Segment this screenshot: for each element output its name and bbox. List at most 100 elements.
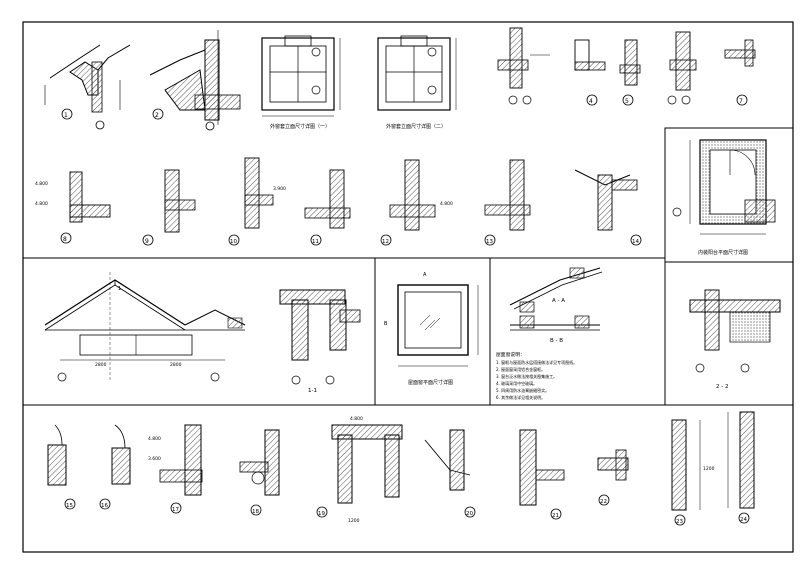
detail-8-parapet xyxy=(60,171,111,244)
detail-4-marker xyxy=(586,94,598,106)
section-2-2-detail xyxy=(689,289,781,373)
detail-17-number: 17 xyxy=(172,507,179,513)
detail-4-sill xyxy=(574,39,606,106)
detail-2-number: 2 xyxy=(155,112,159,119)
detail-14-number: 14 xyxy=(632,239,639,245)
detail-18-marker xyxy=(250,504,262,516)
detail-7-number: 7 xyxy=(739,98,743,105)
detail-19-marker xyxy=(316,506,328,518)
dim-label-h: 1200 xyxy=(348,518,360,524)
notes-line-6: 6. 其余做法详见相关说明。 xyxy=(496,394,545,400)
detail-11-wall xyxy=(304,169,351,246)
notes-line-1: 1. 窗框与屋面防水层搭接做法详见专项图纸。 xyxy=(496,359,577,365)
detail-10-number: 10 xyxy=(230,239,237,245)
detail-1-eave xyxy=(44,44,131,130)
detail-20-eave xyxy=(424,429,476,518)
detail-2-marker xyxy=(152,108,164,120)
detail-24-marker xyxy=(738,512,750,524)
detail-14-eave xyxy=(574,169,642,246)
detail-7-marker xyxy=(736,94,748,106)
gable-dim-right: 2800 xyxy=(170,362,182,368)
detail-18-number: 18 xyxy=(252,509,259,515)
section-1-1-caption: 1-1 xyxy=(308,388,317,394)
detail-9-number: 9 xyxy=(145,238,149,245)
detail-20-marker xyxy=(464,506,476,518)
section-1-1-detail xyxy=(279,289,361,385)
section-aa-detail xyxy=(509,267,603,313)
notes-line-4: 4. 玻璃采用中空玻璃。 xyxy=(496,380,537,386)
detail-9-marker xyxy=(142,234,154,246)
detail-10-wall xyxy=(228,157,274,246)
window-plan-axis-a: A xyxy=(423,272,427,278)
detail-22-number: 22 xyxy=(600,499,607,505)
gable-axis-marker-b xyxy=(210,372,220,382)
dim-label-i: 1200 xyxy=(703,466,715,472)
detail-16-column xyxy=(99,424,131,510)
detail-1-number: 1 xyxy=(64,112,68,119)
balcony-plan-drawing xyxy=(672,139,776,235)
detail-12-marker xyxy=(380,234,392,246)
notes-line-2: 2. 屋面窗采用铝合金窗框。 xyxy=(496,366,545,372)
window-plan-caption: 屋面窗平面尺寸详图 xyxy=(408,379,453,386)
detail-21-marker xyxy=(550,508,562,520)
detail-21-wall xyxy=(519,429,565,520)
detail-1-marker xyxy=(61,108,73,120)
dim-label-a: 4.800 xyxy=(35,181,48,187)
detail-17-wall xyxy=(159,424,203,514)
detail-21-number: 21 xyxy=(552,513,559,519)
elevation-two-caption: 外窗套立面尺寸详图（二） xyxy=(386,123,446,130)
notes-title: 屋面窗说明： xyxy=(496,351,525,358)
detail-19-number: 19 xyxy=(318,511,325,517)
detail-23-jamb xyxy=(671,419,701,526)
detail-16-number: 16 xyxy=(101,503,108,509)
detail-11-number: 11 xyxy=(312,239,319,245)
detail-9-wall xyxy=(142,169,196,246)
detail-10-marker xyxy=(228,234,240,246)
dim-label-b: 4.800 xyxy=(35,201,48,207)
section-bb-caption: B - B xyxy=(550,338,563,344)
detail-5-number: 5 xyxy=(625,98,629,105)
detail-13-number: 13 xyxy=(486,239,493,245)
detail-24-number: 24 xyxy=(740,517,747,523)
detail-5-marker xyxy=(622,94,634,106)
dim-label-e: 4.800 xyxy=(148,436,161,442)
window-elevation-one xyxy=(261,35,341,117)
notes-line-3: 3. 窗台泛水做法按相关图集施工。 xyxy=(496,373,557,379)
detail-15-number: 15 xyxy=(66,503,73,509)
detail-13-wall xyxy=(484,159,531,246)
detail-14-marker xyxy=(630,234,642,246)
window-plan-axis-b: B xyxy=(384,321,388,327)
detail-16-marker xyxy=(99,498,111,510)
detail-18-wall xyxy=(239,429,280,516)
section-2-2-caption: 2 - 2 xyxy=(716,384,728,390)
detail-13-marker xyxy=(484,234,496,246)
balcony-plan-panel xyxy=(664,127,794,406)
roof-window-plan xyxy=(397,284,479,367)
dim-label-c: 3.900 xyxy=(273,186,286,192)
detail-23-number: 23 xyxy=(676,519,683,525)
gable-axis-marker-a xyxy=(57,372,67,382)
detail-15-column xyxy=(47,424,76,510)
detail-17-marker xyxy=(170,502,182,514)
detail-12-number: 12 xyxy=(382,239,389,245)
notes-line-5: 5. 四周用防水油膏嵌缝密实。 xyxy=(496,387,549,393)
dim-label-f: 3.600 xyxy=(148,456,161,462)
detail-12-wall xyxy=(380,159,436,246)
dim-label-d: 4.800 xyxy=(440,201,453,207)
detail-4-number: 4 xyxy=(589,98,593,105)
detail-20-number: 20 xyxy=(466,511,473,517)
section-bb-detail xyxy=(510,315,600,331)
gable-section-mark: 1 xyxy=(118,286,121,292)
detail-3-sill xyxy=(497,27,550,105)
dim-label-g: 4.800 xyxy=(350,416,363,422)
gable-dim-left: 2800 xyxy=(95,362,107,368)
detail-5-sill xyxy=(619,39,641,106)
balcony-plan-caption: 内装阳台平面尺寸详图 xyxy=(698,249,748,256)
window-elevation-two xyxy=(377,35,457,111)
section-aa-caption: A - A xyxy=(552,298,565,304)
gable-elevation xyxy=(44,272,246,382)
detail-7-sill xyxy=(724,39,756,106)
detail-2-eave xyxy=(149,30,241,131)
detail-11-marker xyxy=(310,234,322,246)
